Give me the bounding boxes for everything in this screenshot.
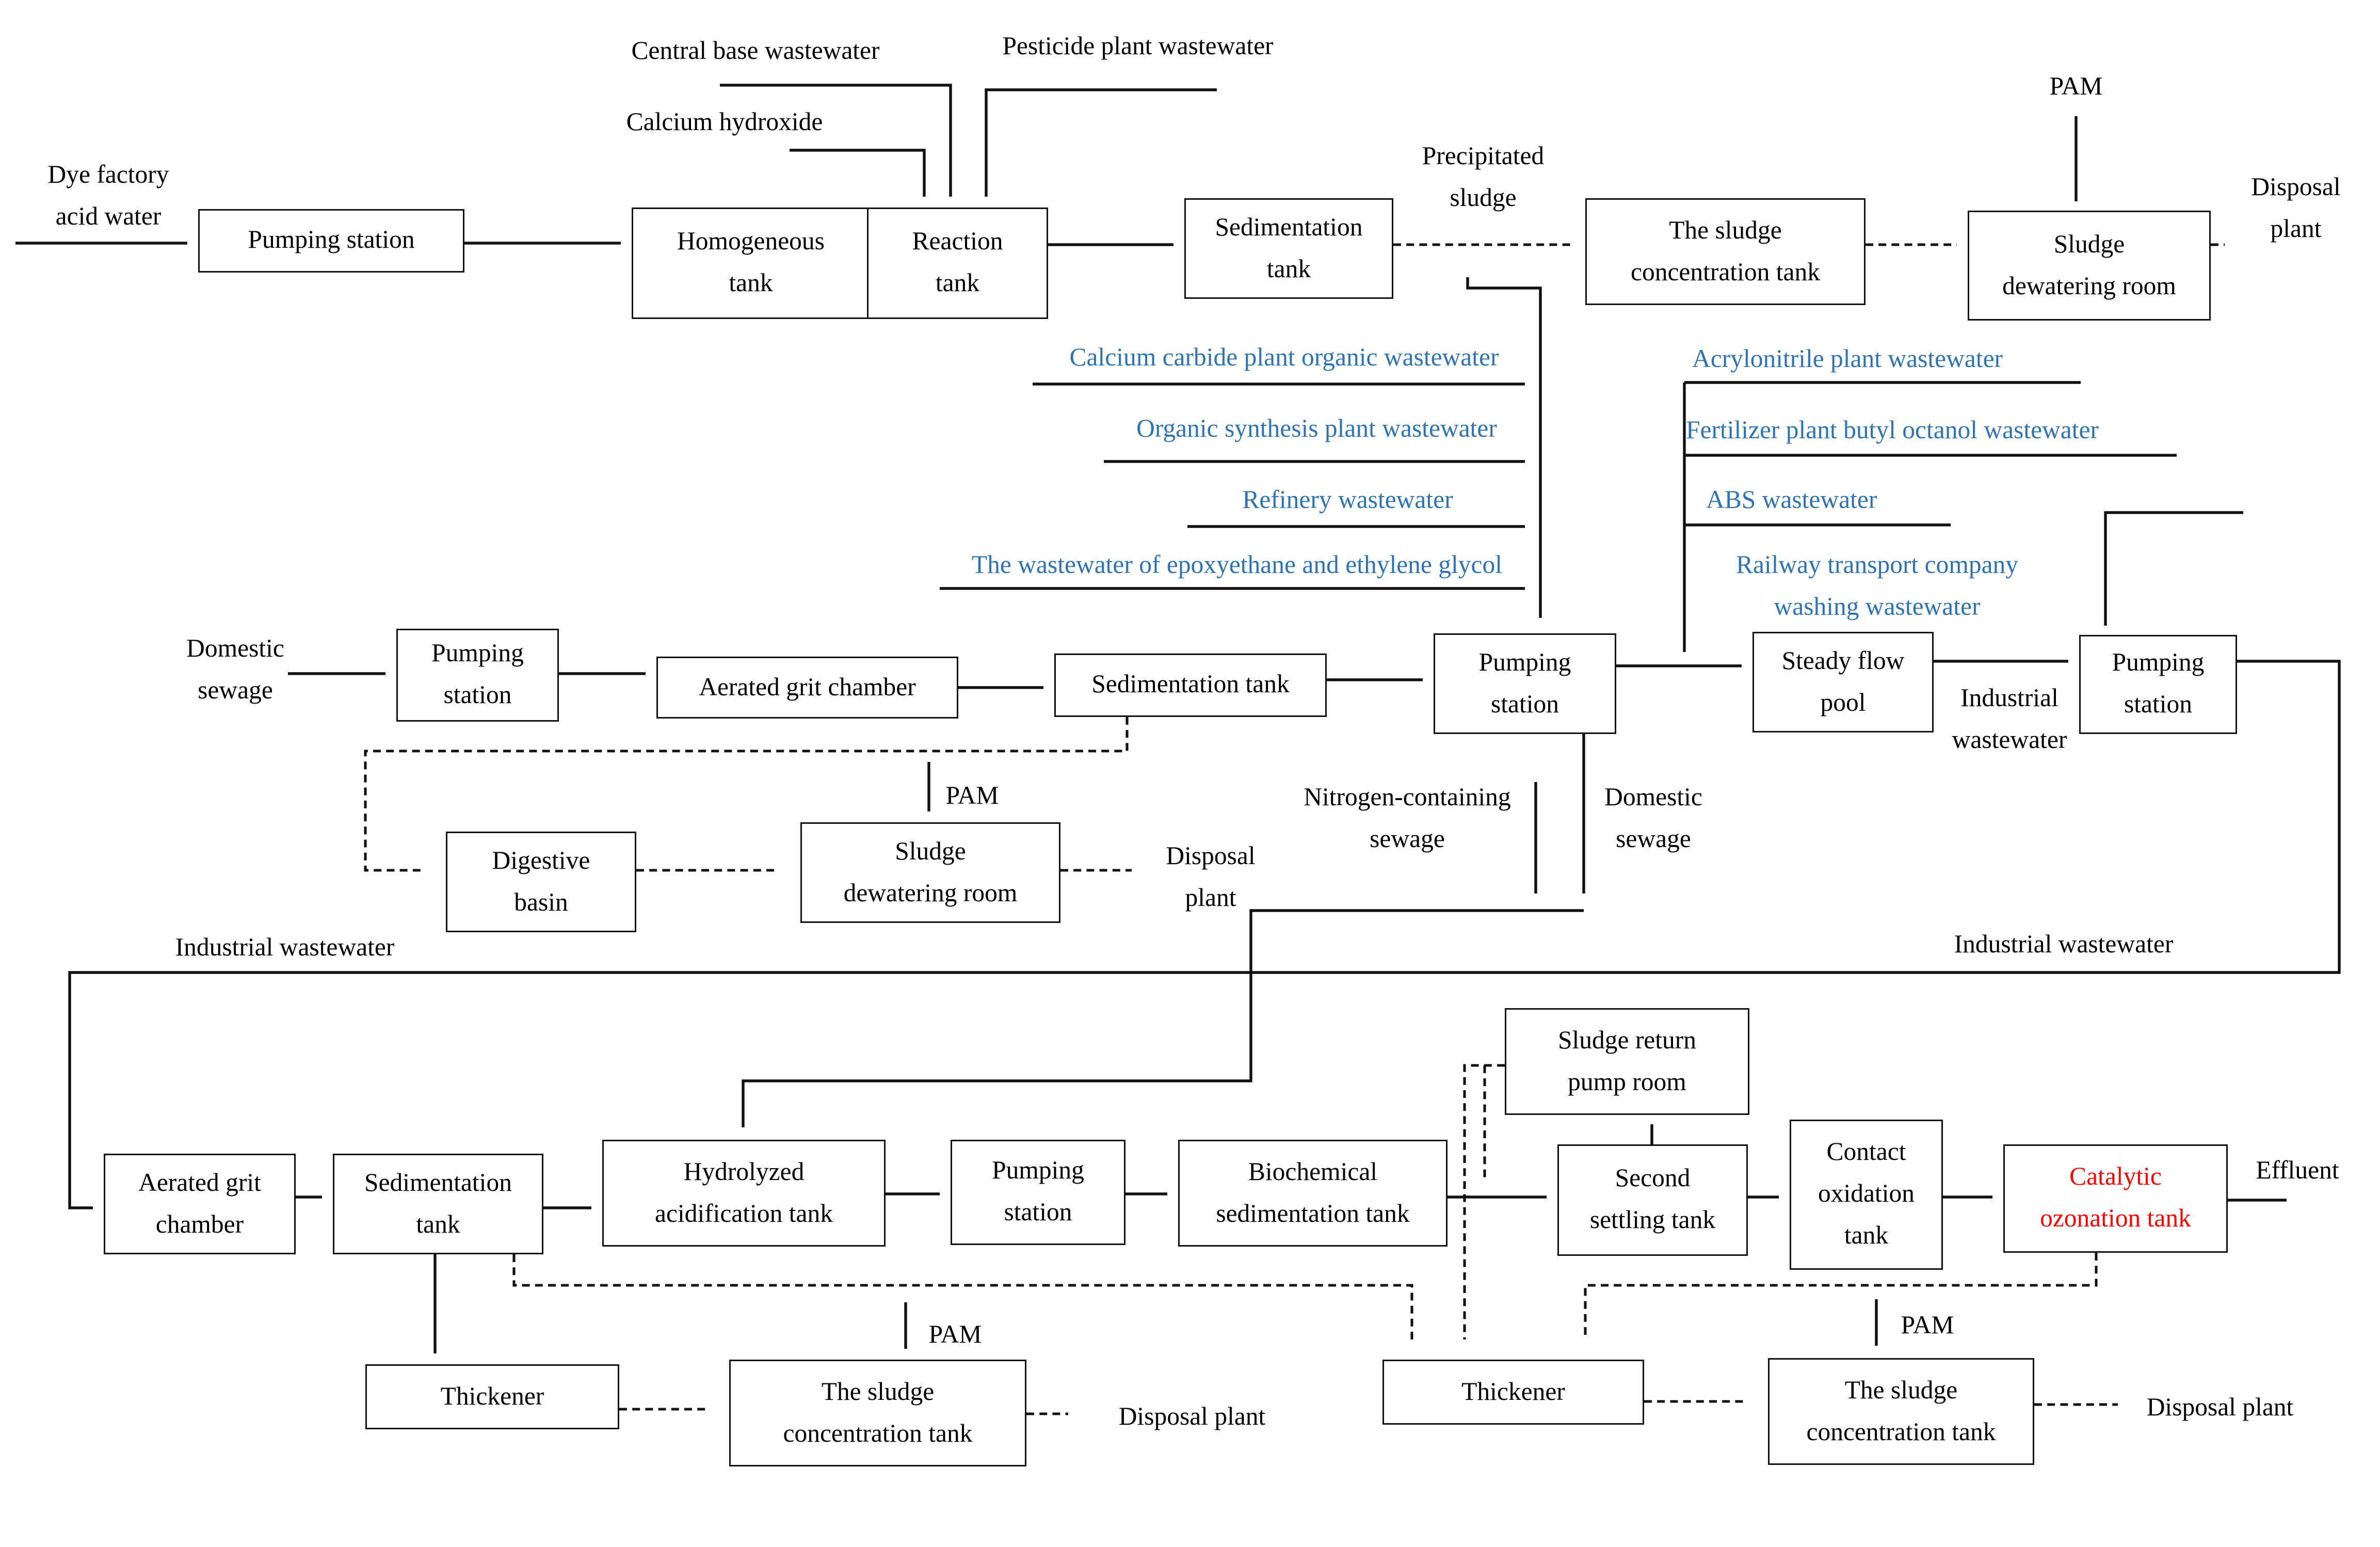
label-pam-bottom-left: PAM bbox=[928, 1319, 982, 1349]
label-railway-washing-wastewater: Railway transport company washing wastew… bbox=[1735, 550, 2019, 621]
edge-central-base-in bbox=[720, 84, 952, 197]
label-disposal-plant-bottom-right: Disposal plant bbox=[2146, 1392, 2294, 1422]
label-calcium-hydroxide: Calcium hydroxide bbox=[626, 107, 823, 136]
node-pumping-station-4: Pumping station bbox=[2079, 635, 2237, 734]
label-domestic-sewage-2: Domestic sewage bbox=[1604, 782, 1702, 853]
label-abs-wastewater: ABS wastewater bbox=[1706, 485, 1877, 514]
label-disposal-plant-bottom-left: Disposal plant bbox=[1118, 1401, 1266, 1431]
edge-pesticide-in bbox=[985, 88, 1217, 197]
node-aerated-grit-chamber-2: Aerated grit chamber bbox=[104, 1154, 296, 1254]
label-central-base-wastewater: Central base wastewater bbox=[631, 36, 880, 65]
label-refinery-wastewater: Refinery wastewater bbox=[1242, 485, 1453, 514]
edge-calcium-hydroxide-in bbox=[790, 149, 926, 197]
label-pam-bottom-right: PAM bbox=[1901, 1310, 1954, 1339]
edge-sludge-return-to-thickener-right bbox=[1463, 1064, 1505, 1339]
node-reaction-tank: Reaction tank bbox=[867, 208, 1048, 319]
node-homogeneous-tank: Homogeneous tank bbox=[632, 208, 870, 319]
node-sludge-concentration-tank-left: The sludge concentration tank bbox=[729, 1360, 1026, 1466]
label-industrial-wastewater-right: Industrial wastewater bbox=[1954, 929, 2174, 959]
node-sedimentation-tank-1: Sedimentation tank bbox=[1184, 198, 1393, 299]
label-organic-synthesis-wastewater: Organic synthesis plant wastewater bbox=[1136, 413, 1497, 443]
node-second-settling-tank: Second settling tank bbox=[1557, 1144, 1748, 1256]
edge-catalytic-to-thickener-right bbox=[1584, 1253, 2098, 1339]
label-disposal-plant-top: Disposal plant bbox=[2251, 172, 2341, 243]
node-steady-flow-pool: Steady flow pool bbox=[1752, 632, 1934, 732]
node-sedimentation-tank-3: Sedimentation tank bbox=[333, 1154, 543, 1254]
edge-sedimentation3-to-thickener-right bbox=[512, 1254, 1413, 1339]
node-contact-oxidation-tank: Contact oxidation tank bbox=[1790, 1120, 1943, 1270]
label-pesticide-plant-wastewater: Pesticide plant wastewater bbox=[1002, 31, 1274, 60]
label-acrylonitrile-wastewater: Acrylonitrile plant wastewater bbox=[1692, 344, 2003, 373]
edge-sewage-to-hydrolyzed bbox=[742, 909, 1584, 1127]
node-thickener-right: Thickener bbox=[1382, 1360, 1644, 1425]
label-dye-factory-acid-water: Dye factory acid water bbox=[47, 160, 169, 231]
label-pam-top: PAM bbox=[2049, 71, 2103, 101]
edge-railway-in bbox=[2104, 511, 2243, 626]
node-pumping-station-5: Pumping station bbox=[951, 1140, 1125, 1245]
node-aerated-grit-chamber-1: Aerated grit chamber bbox=[656, 657, 958, 719]
node-pumping-station-3: Pumping station bbox=[1434, 633, 1616, 734]
node-hydrolyzed-acidification-tank: Hydrolyzed acidification tank bbox=[602, 1140, 886, 1247]
label-industrial-wastewater-left: Industrial wastewater bbox=[175, 932, 395, 962]
label-effluent: Effluent bbox=[2256, 1155, 2339, 1185]
node-sludge-concentration-tank-1: The sludge concentration tank bbox=[1585, 198, 1866, 305]
node-pumping-station-1: Pumping station bbox=[198, 209, 464, 273]
node-sludge-concentration-tank-right: The sludge concentration tank bbox=[1768, 1358, 2034, 1465]
node-sedimentation-tank-2: Sedimentation tank bbox=[1054, 653, 1327, 717]
label-epoxyethane-wastewater: The wastewater of epoxyethane and ethyle… bbox=[971, 550, 1503, 579]
edge-trunk-left bbox=[1466, 277, 1542, 618]
label-nitrogen-containing-sewage: Nitrogen-containing sewage bbox=[1304, 782, 1511, 853]
node-sludge-dewatering-room-2: Sludge dewatering room bbox=[800, 822, 1060, 923]
node-pumping-station-2: Pumping station bbox=[396, 629, 559, 722]
label-domestic-sewage-1: Domestic sewage bbox=[186, 633, 284, 705]
label-disposal-plant-mid: Disposal plant bbox=[1166, 841, 1256, 912]
node-biochemical-sedimentation-tank: Biochemical sedimentation tank bbox=[1178, 1140, 1448, 1247]
label-pam-mid: PAM bbox=[945, 780, 999, 810]
node-digestive-basin: Digestive basin bbox=[446, 832, 636, 932]
label-industrial-wastewater-1: Industrial wastewater bbox=[1952, 683, 2067, 754]
node-sludge-dewatering-room-1: Sludge dewatering room bbox=[1968, 211, 2211, 321]
node-thickener-left: Thickener bbox=[365, 1364, 619, 1429]
label-calcium-carbide-wastewater: Calcium carbide plant organic wastewater bbox=[1069, 342, 1499, 372]
edge-sedimentation2-to-digestive bbox=[364, 717, 1129, 872]
node-catalytic-ozonation-tank: Catalytic ozonation tank bbox=[2003, 1144, 2228, 1253]
label-fertilizer-butyl-octanol-wastewater: Fertilizer plant butyl octanol wastewate… bbox=[1686, 415, 2099, 444]
node-sludge-return-pump-room: Sludge return pump room bbox=[1505, 1008, 1749, 1115]
edge-industrial-return bbox=[68, 660, 2341, 1209]
label-precipitated-sludge: Precipitated sludge bbox=[1422, 141, 1545, 212]
